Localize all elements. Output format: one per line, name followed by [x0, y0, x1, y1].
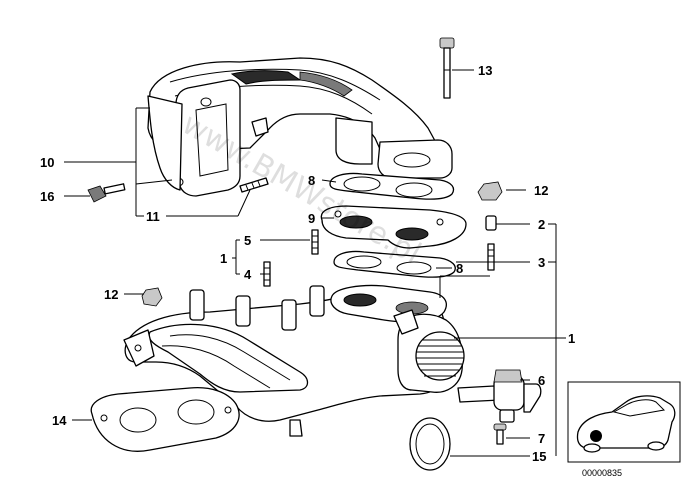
stud-5: [311, 229, 319, 255]
callout-15: 15: [532, 449, 546, 464]
o-ring-15: [409, 417, 451, 471]
callout-7: 7: [538, 431, 545, 446]
bolt-16: [87, 183, 126, 203]
callout-11: 11: [146, 209, 160, 224]
bolt-13: [439, 37, 455, 99]
sleeve-2: [485, 215, 497, 231]
callout-8-lower: 8: [456, 261, 463, 276]
intake-manifold-upper: [147, 57, 453, 197]
callout-5: 5: [244, 233, 251, 248]
screw-7: [493, 423, 507, 445]
callout-12-upper: 12: [534, 183, 548, 198]
gasket-8-lower: [333, 250, 456, 278]
stud-11: [239, 177, 269, 193]
idle-valve-6: [457, 369, 542, 423]
nut-12: [477, 181, 503, 201]
inset-id: 00000835: [582, 468, 622, 478]
callouts: 13 10 16 11 8 9 12 2 3 5 1 4 8 12 1 6 14…: [40, 63, 575, 464]
callout-16: 16: [40, 189, 54, 204]
callout-2: 2: [538, 217, 545, 232]
stud-3: [487, 243, 495, 271]
callout-6: 6: [538, 373, 545, 388]
callout-1-left: 1: [220, 251, 227, 266]
leader-lines: [64, 69, 566, 457]
callout-14: 14: [52, 413, 67, 428]
callout-8-upper: 8: [308, 173, 315, 188]
throttle-grille: [416, 339, 464, 377]
intake-manifold-lower: [123, 284, 465, 437]
engine-location-marker: [590, 430, 602, 442]
manifold-gasket-14: [90, 386, 240, 452]
nut-12-left: [141, 287, 163, 307]
vehicle-inset: 00000835: [567, 381, 681, 478]
callout-10: 10: [40, 155, 54, 170]
callout-3: 3: [538, 255, 545, 270]
callout-1-right: 1: [568, 331, 575, 346]
stud-4: [263, 261, 271, 287]
gasket-8-upper: [329, 172, 455, 200]
callout-13: 13: [478, 63, 492, 78]
spacer-plate-9: [320, 205, 467, 249]
callout-4: 4: [244, 267, 252, 282]
callout-12-left: 12: [104, 287, 118, 302]
callout-9: 9: [308, 211, 315, 226]
